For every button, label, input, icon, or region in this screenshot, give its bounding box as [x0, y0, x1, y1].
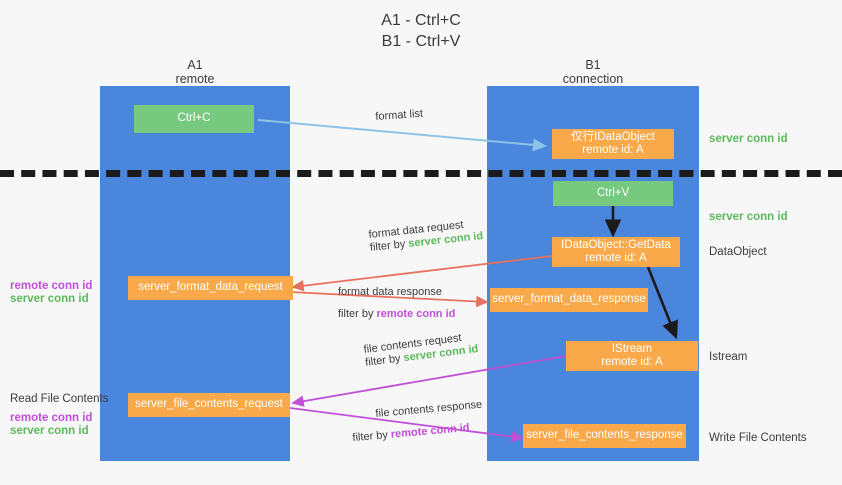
filter-token-remote-conn-id: remote conn id	[376, 308, 456, 320]
left-label-remote-conn-id-1: remote conn id	[10, 280, 93, 292]
filter-prefix: filter by	[352, 428, 392, 445]
right-label-write-file-contents: Write File Contents	[709, 432, 807, 444]
box-server-format-data-request[interactable]: server_format_data_request	[128, 276, 293, 300]
right-label-server-conn-id-top: server conn id	[709, 133, 788, 145]
column-header-left: A1 remote	[175, 58, 215, 86]
column-header-right: B1 connection	[562, 58, 624, 86]
box-server-file-contents-response[interactable]: server_file_contents_response	[523, 424, 686, 448]
box-server-file-contents-request[interactable]: server_file_contents_request	[128, 393, 290, 417]
filter-prefix: filter by	[369, 237, 409, 254]
arrow-label-format-data-request: format data request filter by server con…	[368, 217, 484, 255]
arrow-label-line2: filter by remote conn id	[338, 308, 455, 321]
right-label-dataobject: DataObject	[709, 246, 767, 258]
left-label-server-conn-id-2: server conn id	[10, 425, 89, 437]
right-label-istream: Istream	[709, 351, 748, 363]
box-ctrl-c[interactable]: Ctrl+C	[134, 105, 254, 133]
arrow-label-line1: format data response	[338, 286, 442, 298]
left-label-server-conn-id-1: server conn id	[10, 293, 89, 305]
left-label-read-file-contents: Read File Contents	[10, 393, 109, 405]
left-label-remote-conn-id-2: remote conn id	[10, 412, 93, 424]
arrow-label-line1: file contents response	[375, 398, 483, 420]
box-ctrl-v[interactable]: Ctrl+V	[553, 181, 673, 206]
phase-divider	[0, 170, 842, 177]
box-server-format-data-response[interactable]: server_format_data_response	[490, 288, 648, 312]
filter-token-remote-conn-id: remote conn id	[390, 421, 470, 441]
box-idataobject-getdata[interactable]: IDataObject::GetData remote id: A	[552, 237, 680, 267]
page-title: A1 - Ctrl+C B1 - Ctrl+V	[381, 12, 461, 50]
arrow-label-file-contents-response: file contents response filter by remote …	[352, 398, 485, 444]
arrow-label-line2: filter by remote conn id	[352, 421, 485, 445]
arrow-label-format-data-response: format data response filter by remote co…	[338, 286, 455, 321]
filter-prefix: filter by	[338, 308, 377, 320]
arrow-label-file-contents-request: file contents request filter by server c…	[363, 330, 479, 370]
arrow-label-format-list: format list	[375, 107, 424, 123]
right-label-server-conn-id-second: server conn id	[709, 211, 788, 223]
box-istream[interactable]: IStream remote id: A	[566, 341, 698, 371]
box-idataobject[interactable]: 仅行IDataObject remote id: A	[552, 129, 674, 159]
